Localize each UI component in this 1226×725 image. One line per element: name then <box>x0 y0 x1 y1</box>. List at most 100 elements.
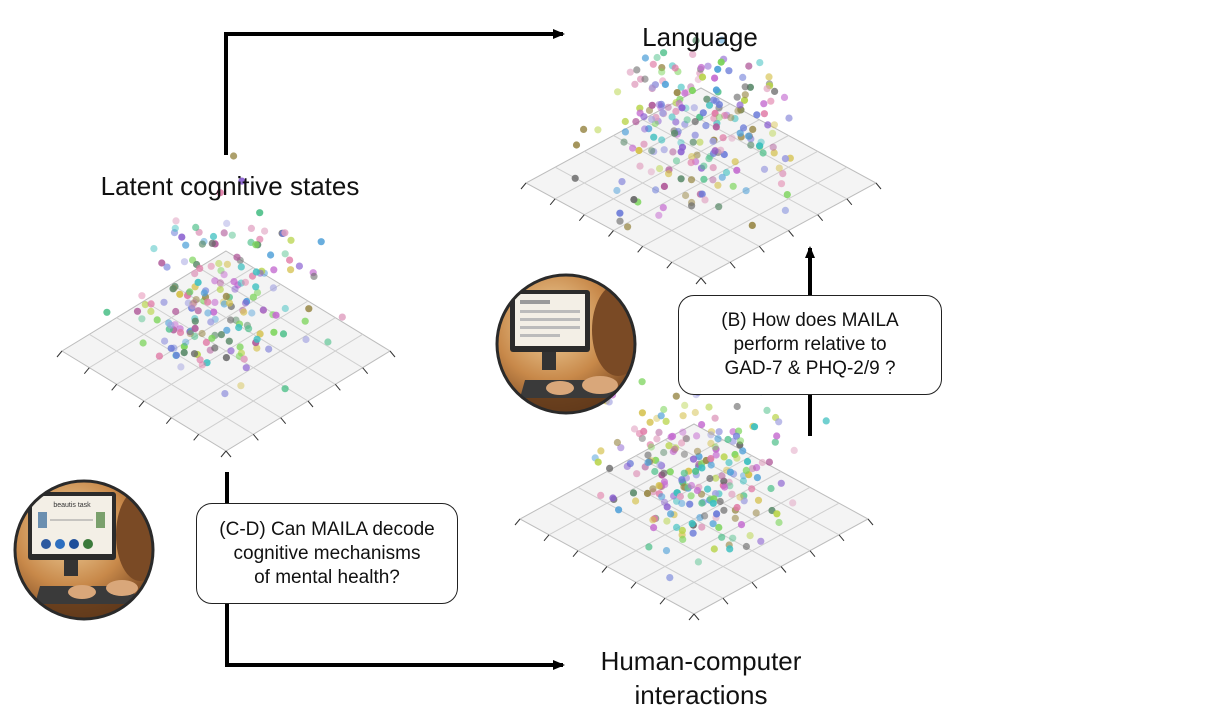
scatter-point <box>613 187 620 194</box>
scatter-point <box>231 286 238 293</box>
scatter-point <box>716 114 723 121</box>
plot-axis-tick <box>226 451 231 457</box>
scatter-point <box>660 204 667 211</box>
scatter-point <box>182 339 189 346</box>
scatter-point <box>597 492 604 499</box>
scatter-point <box>248 225 255 232</box>
scatter-point <box>172 308 179 315</box>
scatter-point <box>690 456 697 463</box>
scatter-point <box>763 407 770 414</box>
scatter-point <box>720 507 727 514</box>
scatter-point <box>211 344 218 351</box>
scatter-point <box>689 87 696 94</box>
scatter-plot-language <box>521 37 881 285</box>
scatter-point <box>823 417 830 424</box>
scatter-point <box>704 63 711 70</box>
scatter-point <box>656 101 663 108</box>
scatter-point <box>660 470 667 477</box>
plot-axis-tick <box>818 215 823 221</box>
scatter-point <box>209 240 216 247</box>
scatter-point <box>230 278 237 285</box>
scatter-point <box>705 404 712 411</box>
scatter-point <box>733 455 740 462</box>
scatter-point <box>745 133 752 140</box>
scatter-point <box>671 130 678 137</box>
scatter-point <box>644 459 651 466</box>
scatter-point <box>240 309 247 316</box>
scatter-point <box>227 347 234 354</box>
scatter-point <box>776 165 783 172</box>
scatter-point <box>704 486 711 493</box>
scatter-point <box>195 307 202 314</box>
scatter-point <box>736 101 743 108</box>
scatter-point <box>714 66 721 73</box>
scatter-point <box>195 279 202 286</box>
label-language: Language <box>595 22 805 53</box>
scatter-point <box>667 510 674 517</box>
scatter-point <box>208 263 215 270</box>
scatter-point <box>717 498 724 505</box>
scatter-point <box>709 176 716 183</box>
scatter-point <box>663 418 670 425</box>
scatter-point <box>692 132 699 139</box>
scatter-point <box>172 225 179 232</box>
plot-axis-tick <box>810 551 815 557</box>
scatter-point <box>256 209 263 216</box>
scatter-point <box>672 64 679 71</box>
plot-axis-tick <box>847 199 852 205</box>
scatter-point <box>686 501 693 508</box>
scatter-point <box>154 316 161 323</box>
scatter-point <box>734 504 741 511</box>
scatter-point <box>660 449 667 456</box>
scatter-point <box>700 109 707 116</box>
scatter-point <box>684 116 691 123</box>
scatter-point <box>690 139 697 146</box>
scatter-point <box>260 306 267 313</box>
plot-axis-tick <box>139 401 144 407</box>
scatter-point <box>699 74 706 81</box>
scatter-point <box>681 402 688 409</box>
scatter-point <box>766 459 773 466</box>
scatter-point <box>204 309 211 316</box>
scatter-point <box>698 524 705 531</box>
scatter-point <box>713 86 720 93</box>
scatter-point <box>713 451 720 458</box>
scatter-point <box>791 447 798 454</box>
scatter-point <box>649 102 656 109</box>
scatter-point <box>749 222 756 229</box>
scatter-point <box>711 545 718 552</box>
scatter-point <box>754 474 761 481</box>
person-at-computer-illustration-top <box>497 275 644 425</box>
scatter-point <box>663 547 670 554</box>
plot-axis-tick <box>631 582 636 588</box>
scatter-point <box>679 429 686 436</box>
scatter-point <box>640 141 647 148</box>
scatter-point <box>743 467 750 474</box>
scatter-point <box>681 90 688 97</box>
scatter-point <box>221 390 228 397</box>
scatter-point <box>739 74 746 81</box>
scatter-point <box>694 448 701 455</box>
scatter-point <box>641 76 648 83</box>
scatter-point <box>789 499 796 506</box>
scatter-point <box>580 126 587 133</box>
scatter-point <box>688 482 695 489</box>
scatter-point <box>778 180 785 187</box>
scatter-point <box>163 264 170 271</box>
scatter-point <box>160 299 167 306</box>
scatter-point <box>265 346 272 353</box>
scatter-point <box>698 500 705 507</box>
scatter-point <box>778 480 785 487</box>
scatter-point <box>632 118 639 125</box>
scatter-point <box>633 470 640 477</box>
latent-states-text: Latent cognitive states <box>101 171 360 201</box>
scatter-point <box>243 364 250 371</box>
plot-axis-tick <box>57 351 62 357</box>
scatter-point <box>710 97 717 104</box>
scatter-point <box>647 419 654 426</box>
scatter-point <box>769 130 776 137</box>
scatter-point <box>692 468 699 475</box>
scatter-point <box>616 218 623 225</box>
plot-axis-tick <box>194 434 199 440</box>
